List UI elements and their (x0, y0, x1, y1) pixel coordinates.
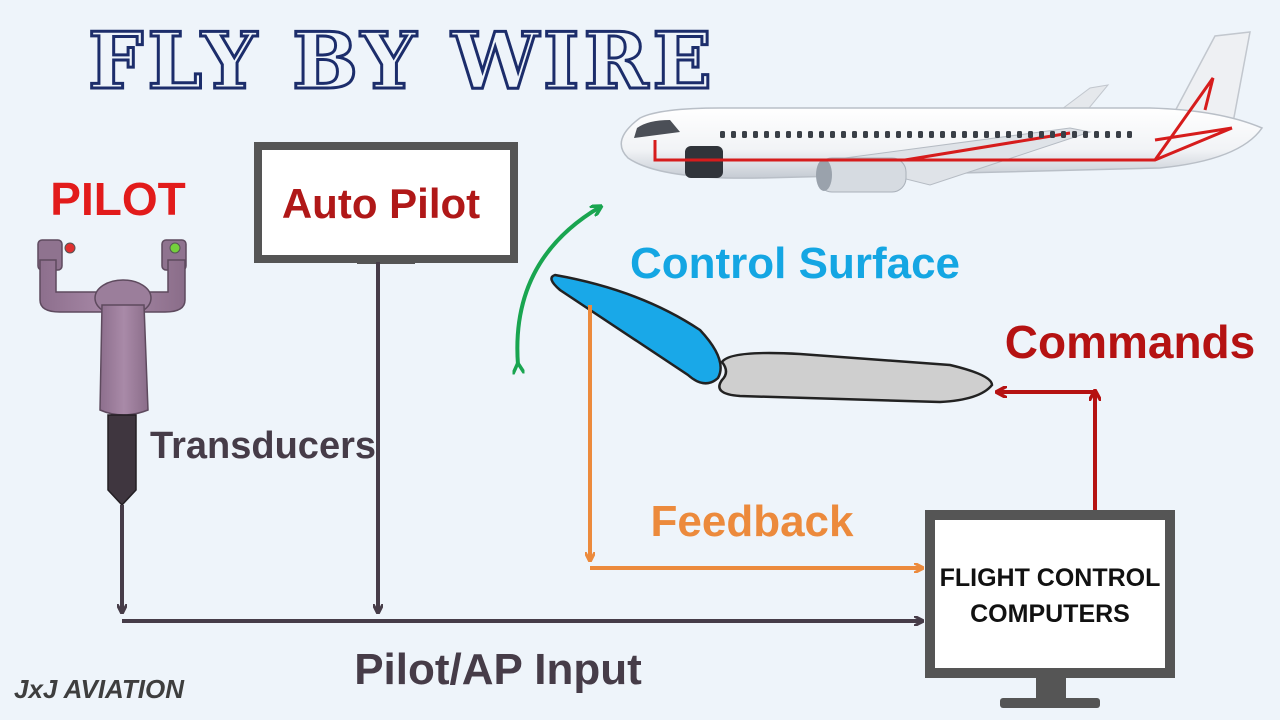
fcc-label-line2: COMPUTERS (970, 600, 1130, 628)
cabin-window (753, 131, 758, 138)
airliner-icon (620, 31, 1264, 193)
cabin-window (1050, 131, 1055, 138)
cabin-window (896, 131, 901, 138)
cabin-window (984, 131, 989, 138)
autopilot-box (254, 142, 518, 263)
cabin-window (742, 131, 747, 138)
cabin-window (1017, 131, 1022, 138)
autopilot-stand (357, 256, 415, 264)
cabin-window (852, 131, 857, 138)
cabin-window (973, 131, 978, 138)
cabin-window (764, 131, 769, 138)
commands-label: Commands (1005, 316, 1255, 368)
cabin-window (1127, 131, 1132, 138)
fcc-label-line1: FLIGHT CONTROL (940, 564, 1161, 592)
cabin-window (786, 131, 791, 138)
airfoil-icon (550, 273, 994, 404)
pilot-label: PILOT (50, 173, 185, 225)
cabin-window (841, 131, 846, 138)
cabin-window (1105, 131, 1110, 138)
cabin-window (863, 131, 868, 138)
cabin-window (775, 131, 780, 138)
cabin-window (830, 131, 835, 138)
cabin-window (797, 131, 802, 138)
cabin-window (874, 131, 879, 138)
cabin-window (808, 131, 813, 138)
transducers-label: Transducers (150, 425, 376, 467)
cabin-window (1072, 131, 1077, 138)
cabin-window (918, 131, 923, 138)
cabin-window (951, 131, 956, 138)
cabin-window (720, 131, 725, 138)
computer-monitor-icon (925, 510, 1175, 708)
cabin-window (1006, 131, 1011, 138)
cabin-window (929, 131, 934, 138)
cabin-window (1083, 131, 1088, 138)
cabin-window (1061, 131, 1066, 138)
cabin-window (1116, 131, 1121, 138)
surface-movement-arrow (517, 207, 600, 365)
cabin-window (1028, 131, 1033, 138)
cabin-window (907, 131, 912, 138)
cabin-window (885, 131, 890, 138)
cabin-window (962, 131, 967, 138)
autopilot-label: Auto Pilot (282, 180, 480, 227)
cabin-window (1094, 131, 1099, 138)
watermark: JxJ AVIATION (14, 674, 185, 704)
control-surface-label: Control Surface (630, 239, 960, 288)
cabin-window (731, 131, 736, 138)
cabin-window (819, 131, 824, 138)
cabin-window (995, 131, 1000, 138)
feedback-label: Feedback (651, 497, 855, 546)
input-label: Pilot/AP Input (354, 645, 642, 694)
cabin-window (940, 131, 945, 138)
page-title: FLY BY WIRE (88, 16, 716, 107)
cabin-window (1039, 131, 1044, 138)
control-yoke-icon (37, 239, 187, 507)
